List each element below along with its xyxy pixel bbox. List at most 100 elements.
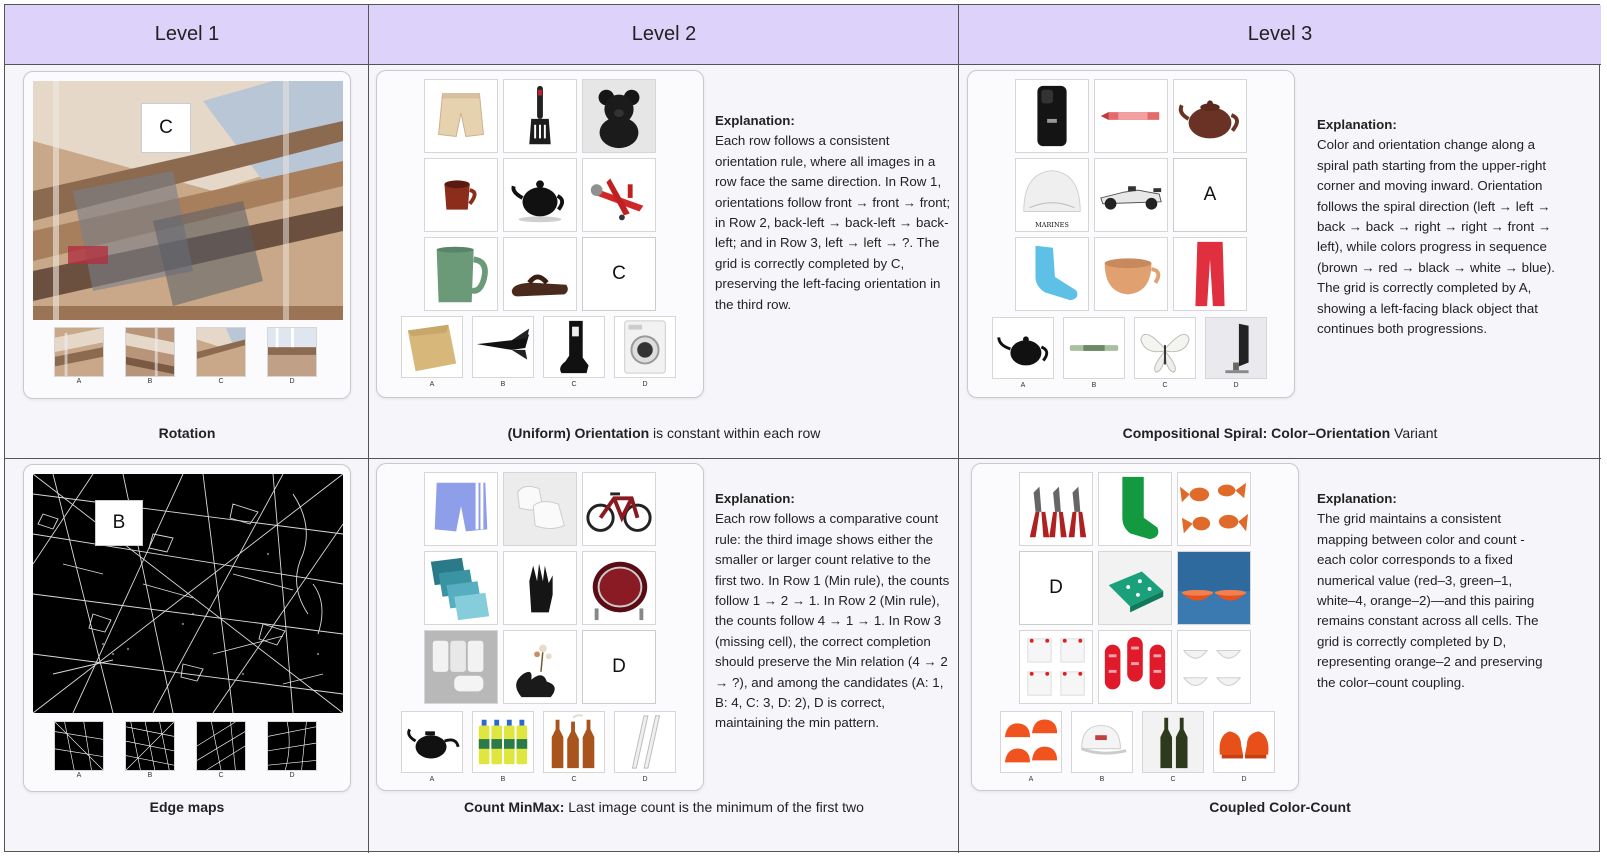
spiral-cap: MARINES — [1015, 158, 1089, 232]
colorcount-red-pads — [1098, 630, 1172, 704]
spiral-label-d: D — [1233, 382, 1239, 389]
orientation-candidate-c — [543, 316, 605, 378]
orientation-teddy-bear — [582, 79, 656, 153]
colorcount-goldfish — [1177, 472, 1251, 546]
spiral-candidate-a — [992, 317, 1054, 379]
spiral-label-a: A — [1020, 382, 1026, 389]
spiral-crayon — [1094, 79, 1168, 153]
figure-frame: Level 1 Level 2 Level 3 C — [4, 4, 1601, 853]
count-label-b: B — [500, 776, 506, 783]
rotation-label-c: C — [218, 378, 224, 385]
colorcount-caption-bold: Coupled Color-Count — [1209, 799, 1351, 815]
orientation-card: C A B C D — [376, 70, 704, 398]
orientation-spatula — [503, 79, 577, 153]
rotation-card: C A B C D — [23, 71, 351, 399]
edge-candidate-b — [125, 721, 175, 771]
orientation-caption-bold: (Uniform) Orientation — [507, 425, 650, 441]
colorcount-candidate-d — [1213, 711, 1275, 773]
count-caption-bold: Count MinMax: — [464, 799, 565, 815]
count-bicycle — [582, 472, 656, 546]
count-candidate-a — [401, 711, 463, 773]
count-candidate-d — [614, 711, 676, 773]
orientation-mug — [424, 237, 498, 311]
spiral-explanation-text: Color and orientation change along a spi… — [1317, 137, 1555, 337]
count-cans — [424, 630, 498, 704]
count-explanation-title: Explanation: — [715, 491, 795, 506]
count-sneakers — [503, 472, 577, 546]
count-label-c: C — [571, 776, 577, 783]
spiral-phone-case — [1015, 79, 1089, 153]
colorcount-label-b: B — [1099, 776, 1105, 783]
orientation-missing-marker: C — [582, 237, 656, 311]
row-divider — [5, 458, 1601, 459]
header-level-3: Level 3 — [959, 5, 1601, 65]
column-divider-1 — [368, 5, 369, 853]
count-label-d: D — [642, 776, 648, 783]
count-shorts — [424, 472, 498, 546]
count-caption-rest: Last image count is the minimum of the f… — [564, 799, 864, 815]
orientation-label-a: A — [429, 381, 435, 388]
colorcount-candidate-c — [1142, 711, 1204, 773]
header-level-3-label: Level 3 — [1247, 23, 1313, 45]
header-level-1-label: Level 1 — [154, 23, 220, 45]
count-candidate-b — [472, 711, 534, 773]
count-caption: Count MinMax: Last image count is the mi… — [369, 799, 959, 815]
edge-map-image: B — [32, 473, 344, 714]
orientation-explanation-title: Explanation: — [715, 113, 795, 128]
colorcount-green-sock — [1098, 472, 1172, 546]
rotation-candidate-b — [125, 327, 175, 377]
colorcount-explanation: Explanation: The grid maintains a consis… — [1317, 489, 1553, 693]
colorcount-pliers — [1019, 472, 1093, 546]
spiral-label-b: B — [1091, 382, 1097, 389]
edge-card: B A B C D — [23, 464, 351, 792]
header-level-2: Level 2 — [369, 5, 959, 65]
spiral-missing-marker: A — [1173, 158, 1247, 232]
colorcount-green-tray — [1098, 551, 1172, 625]
orientation-shorts — [424, 79, 498, 153]
colorcount-sticky-notes — [1019, 630, 1093, 704]
spiral-cap-text: MARINES — [1035, 221, 1069, 229]
colorcount-label-c: C — [1170, 776, 1176, 783]
count-label-a: A — [429, 776, 435, 783]
edge-candidate-a — [54, 721, 104, 771]
orientation-teapot — [503, 158, 577, 232]
rotation-answer-marker: C — [141, 103, 191, 153]
count-missing-marker: D — [582, 630, 656, 704]
spiral-caption-bold: Compositional Spiral: Color–Orientation — [1122, 425, 1391, 441]
colorcount-orange-bowls — [1177, 551, 1251, 625]
edge-candidate-d — [267, 721, 317, 771]
orientation-candidate-d — [614, 316, 676, 378]
spiral-explanation: Explanation: Color and orientation chang… — [1317, 115, 1557, 339]
spiral-caption-rest: Variant — [1390, 425, 1438, 441]
count-explanation-text: Each row follows a comparative count rul… — [715, 511, 950, 731]
orientation-label-b: B — [500, 381, 506, 388]
colorcount-explanation-text: The grid maintains a consistent mapping … — [1317, 511, 1543, 690]
colorcount-caption: Coupled Color-Count — [959, 799, 1601, 815]
edge-label-d: D — [289, 772, 295, 779]
edge-label-a: A — [76, 772, 82, 779]
colorcount-white-bowls — [1177, 630, 1251, 704]
rotation-candidate-c — [196, 327, 246, 377]
orientation-label-d: D — [642, 381, 648, 388]
spiral-card: MARINES A A B C D — [967, 70, 1295, 398]
colorcount-missing-marker: D — [1019, 551, 1093, 625]
rotation-candidate-d — [267, 327, 317, 377]
orientation-cup — [424, 158, 498, 232]
spiral-label-c: C — [1162, 382, 1168, 389]
mall-scene-image: C — [33, 81, 343, 320]
colorcount-candidate-a — [1000, 711, 1062, 773]
orientation-candidate-a — [401, 316, 463, 378]
edge-candidate-c — [196, 721, 246, 771]
orientation-sandal — [503, 237, 577, 311]
count-pillows — [424, 551, 498, 625]
rotation-candidate-a — [54, 327, 104, 377]
edge-label-c: C — [218, 772, 224, 779]
spiral-pants — [1173, 237, 1247, 311]
spiral-clay-teapot — [1173, 79, 1247, 153]
orientation-caption: (Uniform) Orientation is constant within… — [369, 425, 959, 441]
edge-label-b: B — [147, 772, 153, 779]
count-explanation: Explanation: Each row follows a comparat… — [715, 489, 955, 734]
rotation-label-d: D — [289, 378, 295, 385]
orientation-label-c: C — [571, 381, 577, 388]
count-card: D A B C D — [376, 463, 704, 791]
